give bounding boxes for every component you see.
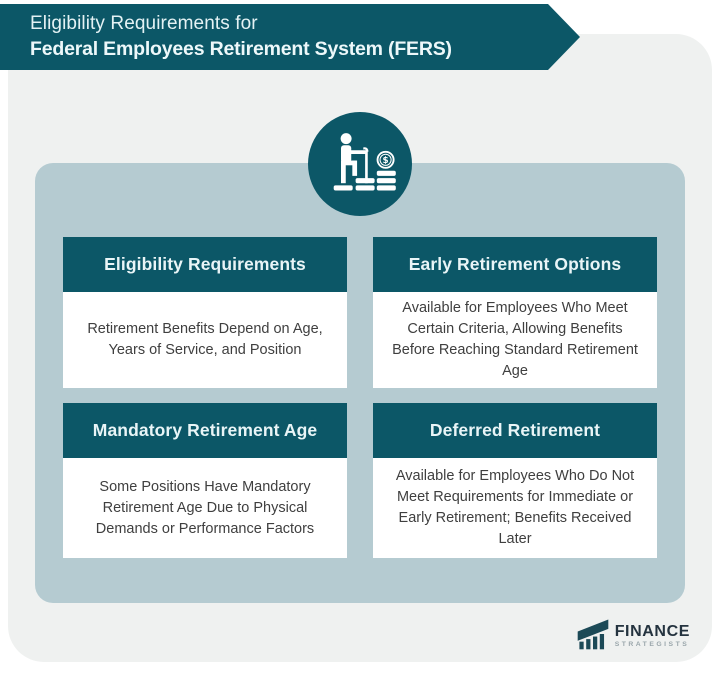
finance-strategists-logo-icon [576, 616, 610, 657]
card-title: Eligibility Requirements [63, 237, 347, 292]
card-eligibility-requirements: Eligibility Requirements Retirement Bene… [63, 237, 347, 388]
svg-text:$: $ [383, 156, 389, 166]
card-body-text: Available for Employees Who Do Not Meet … [395, 468, 635, 547]
retirement-person-coins-icon: $ [322, 124, 398, 205]
title-line1: Eligibility Requirements for [30, 13, 258, 34]
card-body-text: Retirement Benefits Depend on Age, Years… [87, 321, 323, 358]
logo-primary-text: FINANCE [614, 623, 690, 641]
card-early-retirement-options: Early Retirement Options Available for E… [373, 237, 657, 388]
card-deferred-retirement: Deferred Retirement Available for Employ… [373, 403, 657, 558]
logo-wordmark: FINANCE STRATEGISTS [615, 624, 690, 649]
title-line2: Federal Employees Retirement System (FER… [30, 38, 452, 60]
card-mandatory-retirement-age: Mandatory Retirement Age Some Positions … [63, 403, 347, 558]
hero-circle-badge: $ [308, 112, 412, 216]
card-title: Deferred Retirement [373, 403, 657, 458]
logo-secondary-text: STRATEGISTS [614, 641, 690, 649]
finance-strategists-logo: FINANCE STRATEGISTS [576, 616, 690, 657]
card-body: Some Positions Have Mandatory Retirement… [63, 458, 347, 558]
card-title: Early Retirement Options [373, 237, 657, 292]
card-body-text: Some Positions Have Mandatory Retirement… [95, 478, 315, 537]
title-banner: Eligibility Requirements for Federal Emp… [0, 4, 580, 70]
card-body: Available for Employees Who Do Not Meet … [373, 458, 657, 558]
card-body-text: Available for Employees Who Meet Certain… [392, 300, 638, 379]
card-body: Available for Employees Who Meet Certain… [373, 292, 657, 388]
cards-grid: Eligibility Requirements Retirement Bene… [63, 237, 657, 558]
card-body: Retirement Benefits Depend on Age, Years… [63, 292, 347, 388]
card-title: Mandatory Retirement Age [63, 403, 347, 458]
